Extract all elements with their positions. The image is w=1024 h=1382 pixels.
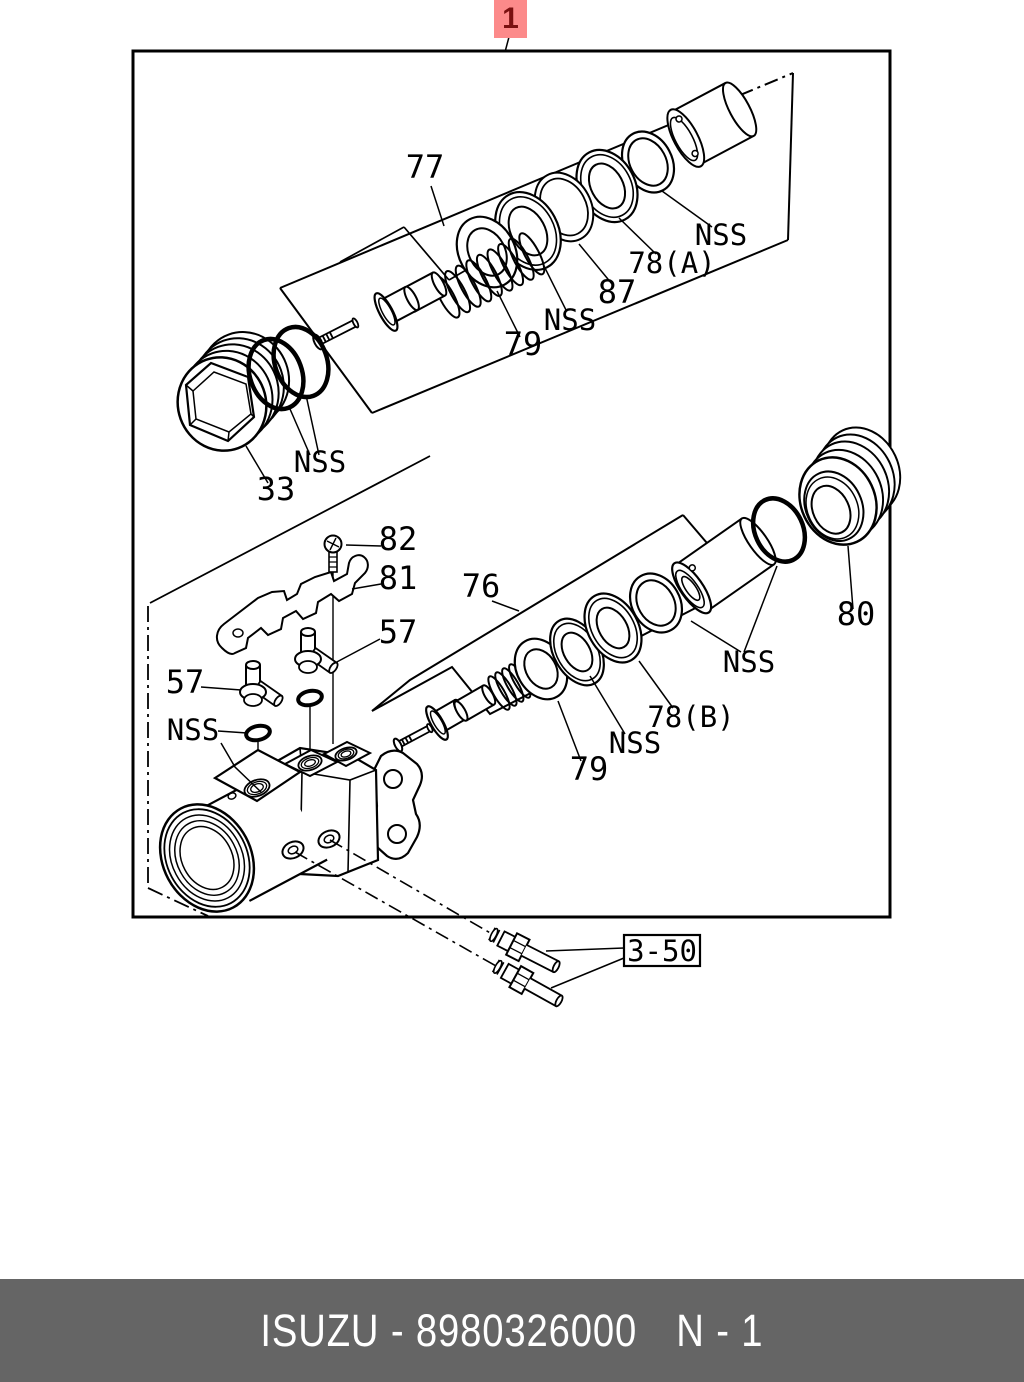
- part-label-3-50-19: 3-50: [627, 934, 697, 968]
- lower-seal-rings: [513, 572, 684, 701]
- lower-piston: [453, 684, 497, 722]
- leader-line: [578, 243, 613, 285]
- leader-line: [589, 675, 626, 735]
- part-label-nss-17: NSS: [609, 726, 661, 760]
- part-label-78b-16: 78(B): [647, 700, 734, 734]
- leader-line: [332, 638, 381, 665]
- body-left-platform: [212, 748, 303, 803]
- ref-box-3-50[interactable]: [622, 933, 702, 968]
- upper-collar: [373, 285, 420, 332]
- part-label-nss-15: NSS: [723, 645, 775, 679]
- lower-pin: [392, 723, 434, 753]
- part-label-nss-2: NSS: [544, 303, 596, 337]
- part-label-79-18: 79: [570, 750, 609, 788]
- piston-guide-cylinder: [666, 81, 758, 168]
- leader-line: [743, 565, 778, 653]
- lower-o-ring-nss: [750, 496, 808, 564]
- part-label-79-1: 79: [504, 325, 543, 363]
- leader-line: [690, 620, 742, 653]
- leader-line: [289, 408, 311, 456]
- part-label-82-8: 82: [379, 520, 418, 558]
- upper-return-spring: [433, 232, 546, 319]
- fitting-centerlines: [294, 839, 497, 967]
- leader-line: [545, 947, 625, 952]
- leader-line: [245, 445, 269, 484]
- footer-bar: ISUZU - 8980326000 N - 1: [0, 1279, 1024, 1382]
- leader-line: [430, 185, 445, 227]
- leader-line: [557, 700, 582, 762]
- leader-line: [504, 36, 510, 53]
- part-label-nss-5: NSS: [695, 218, 747, 252]
- part-label-77-0: 77: [406, 148, 445, 186]
- leader-line: [200, 686, 242, 691]
- mounting-flange: [364, 749, 424, 860]
- leader-line: [618, 217, 657, 255]
- leader-line: [217, 730, 248, 734]
- upper-o-rings-nss: [246, 324, 331, 412]
- leader-lines: [200, 36, 854, 989]
- bleeder-valve-57-right: [294, 627, 339, 674]
- lower-piston-cylinder: [671, 516, 777, 615]
- bleeder-o-ring-left: [244, 723, 272, 743]
- stopper-plate-81: [216, 554, 369, 656]
- bleeder-valve-57-left: [239, 660, 284, 707]
- leader-line: [847, 545, 854, 610]
- screw-82: [323, 534, 343, 573]
- part-label-33-7: 33: [257, 470, 296, 508]
- part-label-nss-12: NSS: [167, 713, 219, 747]
- footer-page-ref: N - 1: [676, 1304, 764, 1356]
- end-cap-80: [798, 426, 902, 546]
- leader-line: [496, 290, 521, 338]
- part-label-nss-6: NSS: [294, 445, 346, 479]
- leader-line: [220, 742, 262, 793]
- leader-line: [305, 394, 320, 456]
- callout-1[interactable]: 1: [494, 0, 527, 38]
- part-label-80-14: 80: [837, 595, 876, 633]
- part-label-81-9: 81: [379, 559, 418, 597]
- leader-line: [351, 583, 382, 590]
- part-label-57-10: 57: [379, 613, 418, 651]
- part-label-76-13: 76: [462, 567, 501, 605]
- footer-text: ISUZU - 8980326000 N - 1: [260, 1305, 763, 1357]
- body-subassembly-boundary: [147, 455, 431, 917]
- part-labels: 7779NSS8778(A)NSSNSS3382815757NSS7680NSS…: [166, 148, 876, 968]
- part-label-87-3: 87: [598, 273, 637, 311]
- leader-line: [550, 957, 625, 989]
- part-label-78a-4: 78(A): [628, 246, 715, 280]
- leader-line: [661, 190, 713, 228]
- bleeder-o-ring-right: [296, 688, 324, 708]
- leader-line: [638, 660, 674, 709]
- leader-line: [543, 265, 567, 311]
- leader-line: [491, 600, 520, 612]
- footer-part-number: ISUZU - 8980326000: [260, 1304, 638, 1356]
- hex-plug-33: [176, 331, 291, 452]
- leader-line: [345, 544, 382, 547]
- part-label-57-11: 57: [166, 663, 205, 701]
